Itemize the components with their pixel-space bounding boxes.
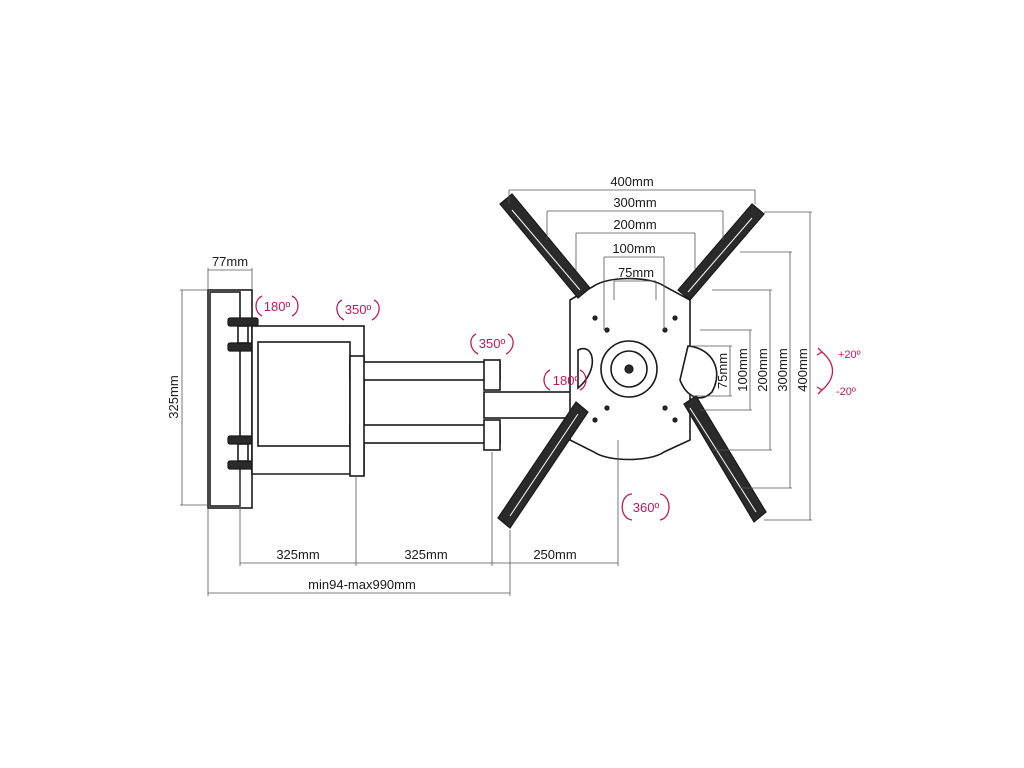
arm-2-length-label: 325mm [404,547,447,562]
vesa-width-dimensions: 400mm 300mm 200mm 100mm 75mm [508,174,756,330]
arm-2-upper [349,361,501,381]
vesa-arm-bottom-left [497,401,589,529]
vesa-arm-bottom-right [683,395,767,523]
vesa-height-75-label: 75mm [715,353,730,389]
vesa-width-300-label: 300mm [613,195,656,210]
wall-plate-face [209,291,241,507]
vesa-height-dimensions: 75mm 100mm 200mm 300mm 400mm [690,211,812,521]
arm-3-bar [483,391,573,419]
rotation-head-pivot: 180º [543,369,587,391]
vesa-arm-top-right [677,203,765,301]
rotation-arm-joint-1: 350º [336,299,380,321]
wall-plate-depth-label: 77mm [212,254,248,269]
rotation-plate: 360º [621,493,670,521]
rotation-arm-joint-2-label: 350º [479,336,506,351]
vesa-width-75-label: 75mm [618,265,654,280]
arm-2 [349,355,501,477]
extension-range-label: min94-max990mm [308,577,416,592]
wall-plate-dimensions: 77mm 325mm [166,254,253,506]
arm-length-dimensions: 325mm 325mm 250mm min94-max990mm [207,440,619,596]
rotation-wall-pivot-label: 180º [264,299,291,314]
wall-plate-height-label: 325mm [166,375,181,418]
arm-3 [483,391,573,419]
vesa-height-200-label: 200mm [755,348,770,391]
arm-1 [251,325,365,475]
arm-2-lower [349,424,501,444]
vesa-width-200-label: 200mm [613,217,656,232]
arm-1-length-label: 325mm [276,547,319,562]
vesa-height-300-label: 300mm [775,348,790,391]
tilt-up-label: +20º [838,349,861,361]
wall-hinges [227,317,259,470]
vesa-bracket [497,193,767,529]
rotation-wall-pivot: 180º [255,295,299,317]
arm-1-window [257,341,351,447]
tilt-down-label: -20º [836,386,856,398]
rotation-plate-label: 360º [633,500,660,515]
rotation-arm-joint-2: 350º [470,333,514,355]
vesa-height-100-label: 100mm [735,348,750,391]
tilt-indicator: +20º -20º [816,347,861,398]
vesa-arm-top-left [499,193,591,299]
rotation-arm-joint-1-label: 350º [345,302,372,317]
arm-3-length-label: 250mm [533,547,576,562]
vesa-width-400-label: 400mm [610,174,653,189]
vesa-holes [592,315,678,423]
rotation-head-pivot-label: 180º [553,373,580,388]
vesa-width-100-label: 100mm [612,241,655,256]
vesa-height-400-label: 400mm [795,348,810,391]
tilt-arc [821,351,834,391]
